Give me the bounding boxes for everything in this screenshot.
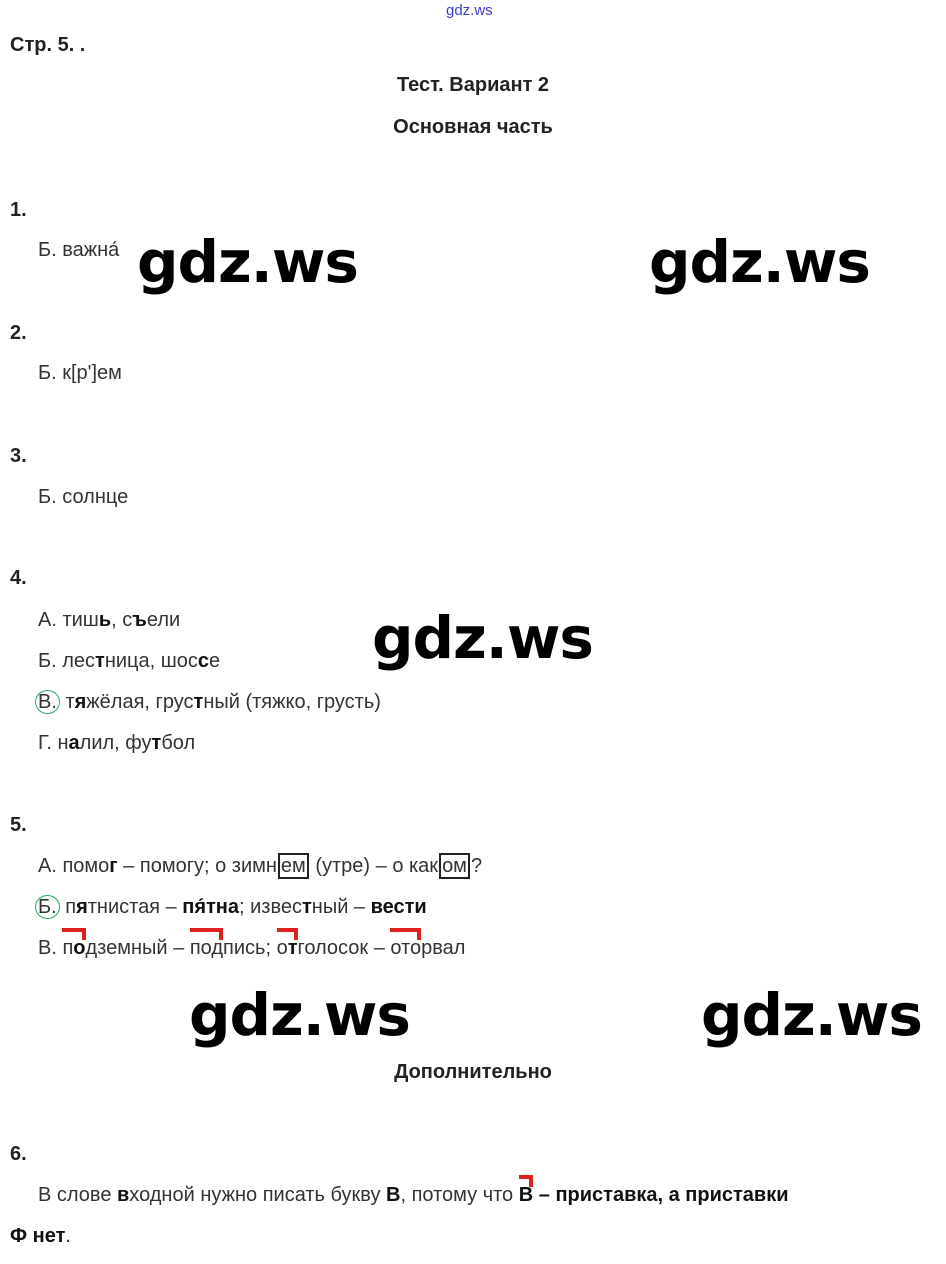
q2-num-line: 2. <box>10 321 27 345</box>
q6-text1-line: В слове входной нужно писать букву В, по… <box>38 1175 789 1207</box>
text-segment: бол <box>161 732 196 754</box>
text-segment: г <box>109 855 118 877</box>
watermark: gdz.ws <box>701 981 923 1049</box>
text-segment: пя́тна <box>182 896 240 918</box>
q4-a-line: А. тишь, съели <box>38 608 180 632</box>
text-segment: вести <box>370 896 427 918</box>
text-segment: а <box>68 732 80 754</box>
text-segment: 5. <box>10 814 27 836</box>
text-segment: о <box>73 937 86 959</box>
text-segment: с <box>197 650 210 672</box>
text-segment: тнистая – <box>87 896 183 918</box>
text-segment: т <box>95 650 105 672</box>
q1-num-line: 1. <box>10 198 27 222</box>
text-segment: ь <box>98 609 112 631</box>
page-label: Стр. 5. . <box>10 34 86 56</box>
text-segment: ница, шос <box>104 650 198 672</box>
text-segment: е <box>209 650 221 672</box>
section-heading: Основная часть <box>393 116 553 138</box>
text-segment: пись; <box>223 937 277 959</box>
prefix-mark: от <box>276 928 298 960</box>
text-segment: 3. <box>10 445 27 467</box>
watermark: gdz.ws <box>189 981 411 1049</box>
text-segment: – приставка, а приставки <box>533 1184 789 1206</box>
prefix-mark: В <box>518 1175 534 1206</box>
site-mark: gdz.ws <box>446 2 493 19</box>
q4-b-line: Б. лестница, шоссе <box>38 649 220 673</box>
text-segment: (утре) – о как <box>309 855 439 877</box>
text-segment: голосок – <box>297 937 391 959</box>
text-segment: дземный – <box>85 937 190 959</box>
text-segment: ный (тяжко, грусть) <box>203 691 381 713</box>
text-segment: п <box>59 896 77 918</box>
watermark: gdz.ws <box>649 228 871 296</box>
text-segment: 2. <box>10 322 27 344</box>
text-segment: в <box>117 1184 130 1206</box>
prefix-mark: по <box>62 928 86 960</box>
boxed-ending: ем <box>277 853 309 879</box>
text-segment: 6. <box>10 1143 27 1165</box>
text-segment: 1. <box>10 199 27 221</box>
extra-heading: Дополнительно <box>394 1061 552 1083</box>
text-segment: ели <box>146 609 181 631</box>
text-segment: ъ <box>132 609 147 631</box>
text-segment: Ф нет <box>10 1225 66 1247</box>
correct-answer-marker: В. <box>35 690 60 714</box>
q5-b-line: Б. пятнистая – пя́тна; известный – вести <box>35 895 427 919</box>
text-segment: п <box>62 937 74 959</box>
text-segment: , потому что <box>400 1184 519 1206</box>
text-segment: А. помо <box>38 855 110 877</box>
text-segment: Б. к[р']ем <box>38 362 122 384</box>
text-segment: В слове <box>38 1184 117 1206</box>
q2-answer-line: Б. к[р']ем <box>38 361 122 385</box>
text-segment: ; извес <box>239 896 302 918</box>
text-segment: Б. солнце <box>38 486 129 508</box>
text-segment: Б. лес <box>38 650 96 672</box>
prefix-mark: ото <box>390 928 422 959</box>
text-segment: В <box>386 1184 401 1206</box>
text-segment: Г. н <box>38 732 69 754</box>
q6-text2-line: Ф нет. <box>10 1224 71 1248</box>
q1-answer-line: Б. важна́ <box>38 238 119 262</box>
page-title: Тест. Вариант 2 <box>396 74 550 96</box>
text-segment: ный – <box>311 896 371 918</box>
boxed-ending: ом <box>439 853 470 879</box>
text-segment: я <box>76 896 88 918</box>
text-segment: – помогу; о зимн <box>117 855 277 877</box>
text-segment: т <box>59 691 75 713</box>
text-segment: 4. <box>10 567 27 589</box>
q6-num-line: 6. <box>10 1142 27 1166</box>
text-segment: т <box>302 896 312 918</box>
q4-d-line: Г. налил, футбол <box>38 731 195 755</box>
q4-c-line: В. тяжёлая, грустный (тяжко, грусть) <box>35 690 381 714</box>
q5-c-line: В. подземный – подпись; отголосок – отор… <box>38 928 466 960</box>
text-segment: В. <box>38 937 63 959</box>
q5-num-line: 5. <box>10 813 27 837</box>
text-segment: о <box>276 937 288 959</box>
text-segment: А. тиш <box>38 609 99 631</box>
correct-answer-marker: Б. <box>35 895 60 919</box>
text-segment: жёлая, грус <box>86 691 194 713</box>
prefix-mark: под <box>189 928 224 959</box>
text-segment: ходной нужно писать букву <box>129 1184 387 1206</box>
q4-num-line: 4. <box>10 566 27 590</box>
q3-num-line: 3. <box>10 444 27 468</box>
text-segment: , с <box>111 609 133 631</box>
watermark: gdz.ws <box>372 604 594 672</box>
text-segment: . <box>65 1225 71 1247</box>
text-segment: Б. важна́ <box>38 239 120 261</box>
text-segment: т <box>193 691 204 713</box>
watermark: gdz.ws <box>137 228 359 296</box>
text-segment: ? <box>470 855 483 877</box>
text-segment: рвал <box>421 937 466 959</box>
text-segment: лил, фу <box>79 732 152 754</box>
text-segment: т <box>287 937 298 959</box>
text-segment: я <box>74 691 87 713</box>
text-segment: т <box>151 732 162 754</box>
q3-answer-line: Б. солнце <box>38 485 128 509</box>
